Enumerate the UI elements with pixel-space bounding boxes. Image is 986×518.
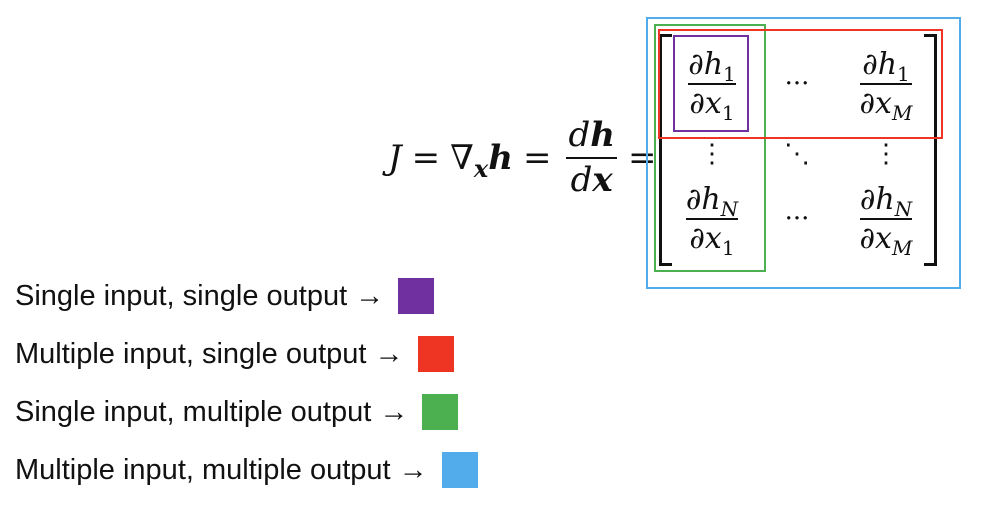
blue-swatch xyxy=(441,452,478,488)
legend-label: Multiple input, multiple output → xyxy=(15,453,428,486)
cell-ddots: ⋱ xyxy=(784,139,810,169)
cell-dh1-dxM: ∂h1 ∂xM xyxy=(859,46,913,125)
green-box-first-column xyxy=(654,24,766,272)
derivative-numerator: dh xyxy=(568,114,615,155)
nabla-subscript: x xyxy=(473,153,489,183)
cell-hdots-top: ··· xyxy=(784,69,810,99)
legend-label: Single input, single output → xyxy=(15,279,385,312)
cell-vdots-left: ⋮ xyxy=(699,139,725,169)
purple-box-single-element xyxy=(673,35,749,132)
green-swatch xyxy=(422,394,459,430)
right-bracket xyxy=(924,34,937,266)
equals-sign: = xyxy=(627,138,657,178)
jacobian-matrix: ∂h1 ∂x1 ··· ∂h1 ∂xM ⋮ ⋱ ⋮ ∂hN ∂x1 ··· xyxy=(659,34,937,266)
fraction-bar xyxy=(566,157,617,159)
jacobian-symbol: J xyxy=(388,138,402,178)
derivative-denominator: dx xyxy=(570,160,613,200)
red-box-first-row xyxy=(658,29,943,139)
cell-dhN-dxM: ∂hN ∂xM xyxy=(859,181,913,260)
red-swatch xyxy=(417,336,454,372)
jacobian-equation: J = ∇ x h = dh dx = xyxy=(388,103,656,213)
derivative-fraction: dh dx xyxy=(566,114,617,200)
equals-sign: = xyxy=(522,138,552,178)
h-vector: h xyxy=(488,138,513,178)
left-bracket xyxy=(659,34,672,266)
equals-sign: = xyxy=(411,138,441,178)
cell-dhN-dx1: ∂hN ∂x1 xyxy=(685,181,739,260)
cell-dh1-dx1: ∂h1 ∂x1 xyxy=(688,46,736,125)
cell-vdots-right: ⋮ xyxy=(873,139,899,169)
cell-hdots-bottom: ··· xyxy=(784,204,810,234)
nabla-symbol: ∇ xyxy=(450,138,474,178)
legend-item-multiple-single: Multiple input, single output → xyxy=(15,336,454,372)
legend-label: Multiple input, single output → xyxy=(15,337,404,370)
legend-item-multiple-multiple: Multiple input, multiple output → xyxy=(15,452,478,488)
purple-swatch xyxy=(398,278,435,314)
blue-box-full-matrix xyxy=(646,17,961,289)
legend-label: Single input, multiple output → xyxy=(15,395,409,428)
legend-item-single-multiple: Single input, multiple output → xyxy=(15,394,459,430)
legend-item-single-single: Single input, single output → xyxy=(15,278,435,314)
